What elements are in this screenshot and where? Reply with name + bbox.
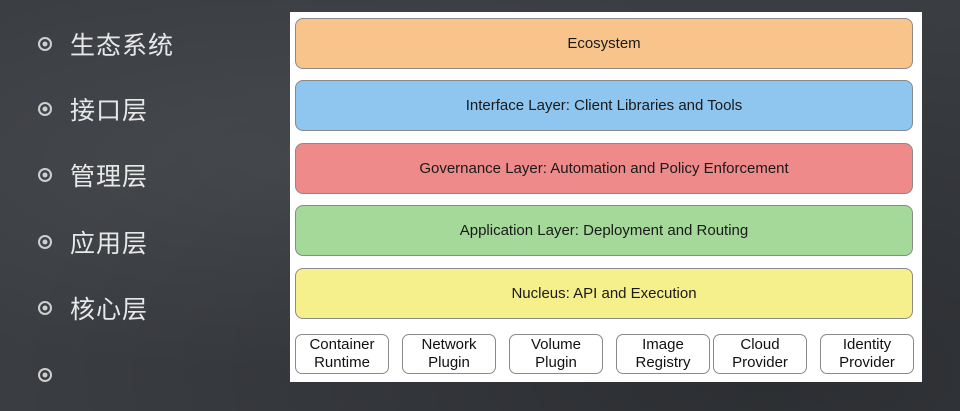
bullet-label: 核心层 <box>70 295 149 324</box>
layer-interface: Interface Layer: Client Libraries and To… <box>295 80 913 131</box>
plugin-line1: Image <box>642 336 684 353</box>
plugin-line1: Container <box>309 336 375 353</box>
bullet-item-nucleus: 核心层 <box>38 288 148 328</box>
bullet-item-governance: 管理层 <box>38 155 148 195</box>
plugin-volume: Volume Plugin <box>509 334 603 374</box>
plugin-line2: Provider <box>732 354 788 371</box>
bullet-item-application: 应用层 <box>38 222 148 262</box>
plugin-line1: Volume <box>530 336 582 353</box>
bullet-icon <box>38 168 52 182</box>
bullet-icon <box>38 301 52 315</box>
plugin-line2: Plugin <box>428 354 470 371</box>
architecture-diagram: Ecosystem Interface Layer: Client Librar… <box>290 12 922 382</box>
plugin-container-runtime: Container Runtime <box>295 334 389 374</box>
bullet-label: 管理层 <box>70 162 149 191</box>
bullet-label: 生态系统 <box>70 31 175 60</box>
layer-governance: Governance Layer: Automation and Policy … <box>295 143 913 194</box>
layer-nucleus: Nucleus: API and Execution <box>295 268 913 319</box>
bullet-item-empty <box>38 355 70 395</box>
bullet-icon <box>38 37 52 51</box>
plugin-line1: Network <box>421 336 477 353</box>
bullet-item-interface: 接口层 <box>38 89 148 129</box>
plugin-line2: Registry <box>635 354 691 371</box>
plugin-identity-provider: Identity Provider <box>820 334 914 374</box>
layer-ecosystem: Ecosystem <box>295 18 913 69</box>
plugin-line2: Plugin <box>535 354 577 371</box>
plugin-line1: Identity <box>842 336 892 353</box>
bullet-icon <box>38 368 52 382</box>
plugin-line2: Provider <box>839 354 895 371</box>
bullet-item-ecosystem: 生态系统 <box>38 24 174 64</box>
plugin-line1: Cloud <box>740 336 780 353</box>
bullet-icon <box>38 102 52 116</box>
plugin-image-registry: Image Registry <box>616 334 710 374</box>
layer-application: Application Layer: Deployment and Routin… <box>295 205 913 256</box>
bullet-icon <box>38 235 52 249</box>
plugin-cloud-provider: Cloud Provider <box>713 334 807 374</box>
bullet-label: 应用层 <box>70 229 149 258</box>
plugin-network: Network Plugin <box>402 334 496 374</box>
bullet-label: 接口层 <box>70 96 149 125</box>
plugin-line2: Runtime <box>314 354 370 371</box>
